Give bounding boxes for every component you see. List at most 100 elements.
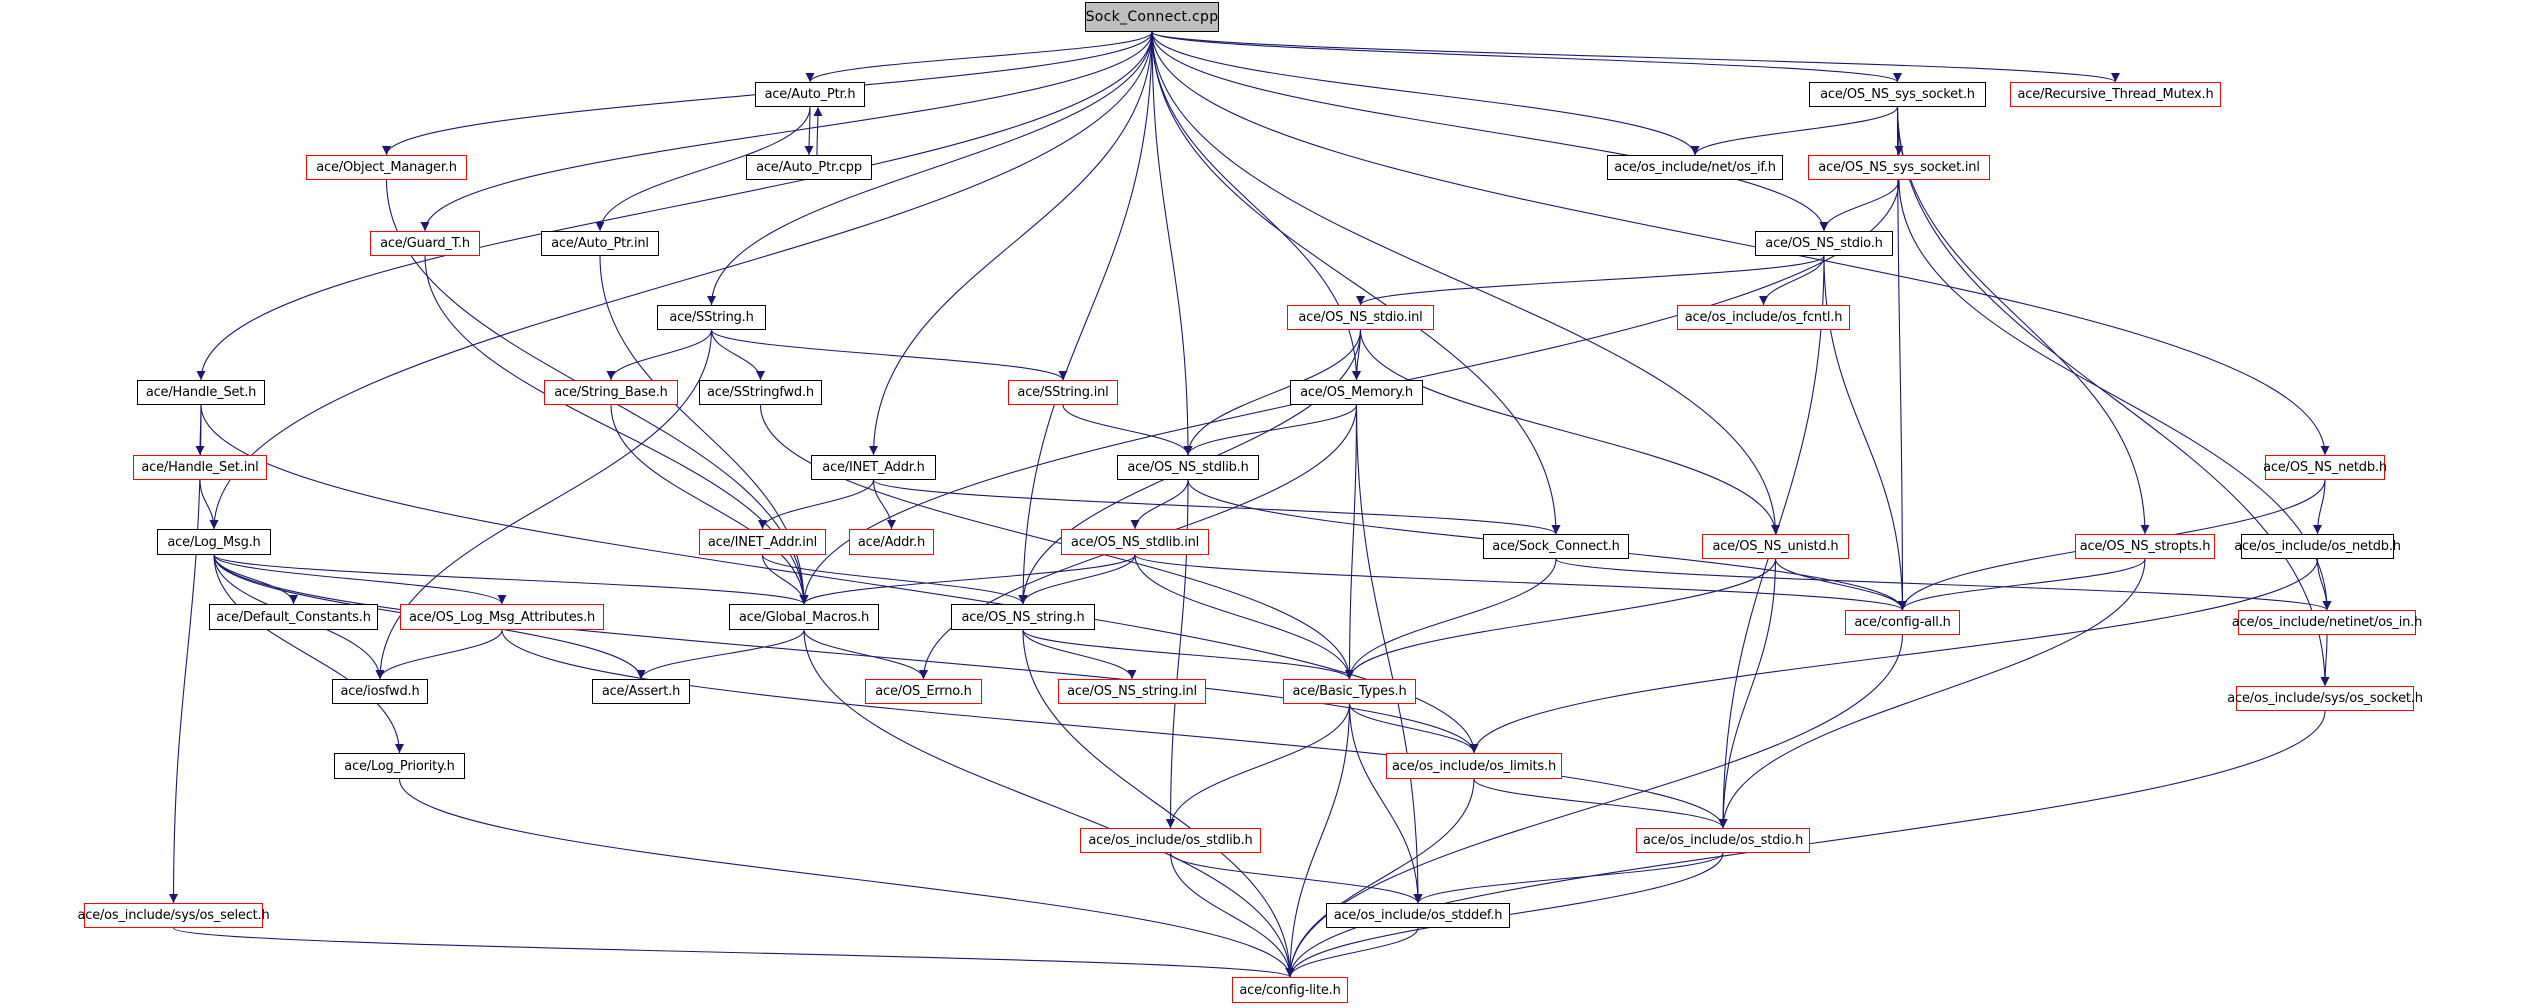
graph-node[interactable]: ace/OS_NS_stdio.inl	[1287, 305, 1434, 330]
edge-log_priority_h-to-config_lite_h	[398, 778, 1295, 978]
edge-basic_types_h-to-os_limits_h	[1348, 703, 1479, 754]
graph-node[interactable]: ace/Guard_T.h	[370, 231, 480, 256]
graph-node[interactable]: ace/OS_Errno.h	[865, 679, 982, 704]
graph-node[interactable]: ace/SStringfwd.h	[699, 380, 822, 405]
graph-node[interactable]: ace/Log_Priority.h	[334, 753, 465, 779]
edge-sstring_h-to-sstring_inl	[710, 329, 1068, 381]
graph-node[interactable]: ace/os_include/os_fcntl.h	[1677, 305, 1850, 330]
edge-basic_types_h-to-os_stddef_h	[1348, 703, 1423, 904]
edge-os_ns_stdlib_inl-to-global_macros_h	[799, 554, 1136, 605]
edge-os_ns_sys_socket_h-to-os_ns_stropts_h	[1896, 106, 2150, 535]
graph-node[interactable]: ace/OS_NS_stdlib.h	[1117, 455, 1259, 480]
edge-os_ns_stdlib_inl-to-config_all_h	[1134, 554, 1907, 611]
graph-node[interactable]: ace/OS_Memory.h	[1290, 380, 1423, 405]
edge-root-to-handle_set_h	[196, 31, 1153, 381]
edge-os_select_h-to-config_lite_h	[172, 927, 1295, 978]
graph-node[interactable]: ace/OS_NS_sys_socket.h	[1809, 82, 1986, 107]
edge-root-to-os_ns_unistd_h	[1151, 31, 1780, 535]
graph-node[interactable]: ace/String_Base.h	[544, 380, 678, 405]
edge-os_ns_sys_socket_inl-to-os_ns_stdio_h	[1819, 179, 1900, 232]
edge-sock_connect_h-to-os_in_h	[1555, 558, 2332, 611]
edge-os_ns_string_h-to-config_lite_h	[1022, 629, 1295, 978]
graph-node[interactable]: ace/os_include/os_stddef.h	[1326, 903, 1510, 928]
edge-os_stdlib_h-to-os_stddef_h	[1169, 852, 1423, 904]
edge-root-to-guard_t_h	[420, 31, 1153, 232]
graph-node[interactable]: ace/os_include/os_limits.h	[1386, 753, 1562, 779]
graph-node[interactable]: ace/OS_NS_stdlib.inl	[1061, 529, 1209, 555]
edge-root-to-os_ns_string_h	[1018, 31, 1153, 605]
edge-global_macros_h-to-config_lite_h	[803, 629, 1295, 978]
graph-node[interactable]: ace/Recursive_Thread_Mutex.h	[2010, 82, 2221, 107]
graph-node[interactable]: ace/SString.h	[657, 305, 766, 330]
edge-os_ns_stdlib_inl-to-basic_types_h	[1134, 554, 1354, 680]
edge-os_ns_stdio_inl-to-os_ns_unistd_h	[1359, 329, 1780, 535]
edge-sstring_h-to-iosfwd_h	[375, 329, 713, 680]
edge-sstring_inl-to-os_ns_stdlib_h	[1062, 404, 1193, 456]
graph-node[interactable]: ace/Object_Manager.h	[306, 155, 467, 180]
graph-node[interactable]: ace/os_include/os_stdlib.h	[1080, 828, 1261, 853]
edge-global_macros_h-to-assert_h	[636, 629, 805, 680]
graph-node[interactable]: ace/os_include/os_stdio.h	[1636, 828, 1810, 853]
edge-os_ns_stdio_h-to-os_ns_stdio_inl	[1356, 255, 1825, 306]
edge-log_msg_h-to-os_log_msg_attributes_h	[213, 554, 507, 605]
graph-node[interactable]: ace/OS_NS_netdb.h	[2263, 455, 2387, 480]
edge-sock_connect_h-to-basic_types_h	[1345, 558, 1557, 680]
graph-node[interactable]: ace/Handle_Set.h	[137, 380, 265, 405]
edge-root-to-os_ns_netdb_h	[1151, 31, 2330, 456]
edge-sstring_h-to-string_base_h	[606, 329, 713, 381]
edge-config_all_h-to-config_lite_h	[1285, 634, 1904, 978]
graph-node[interactable]: ace/SString.inl	[1008, 380, 1118, 405]
graph-node[interactable]: ace/iosfwd.h	[332, 679, 428, 704]
graph-node[interactable]: ace/Auto_Ptr.h	[755, 82, 865, 107]
edge-os_stdio_h-to-os_stddef_h	[1413, 852, 1724, 904]
edge-os_ns_unistd_h-to-config_all_h	[1774, 558, 1907, 611]
graph-node[interactable]: ace/Handle_Set.inl	[133, 455, 267, 480]
edge-root-to-auto_ptr_h	[805, 31, 1153, 83]
graph-node[interactable]: ace/OS_NS_sys_socket.inl	[1808, 155, 1990, 180]
root-node[interactable]: Sock_Connect.cpp	[1085, 2, 1219, 32]
graph-node[interactable]: ace/OS_NS_string.h	[951, 604, 1095, 630]
edge-root-to-log_msg_h	[209, 31, 1153, 530]
graph-node[interactable]: ace/Assert.h	[592, 679, 690, 704]
edge-root-to-sock_connect_h	[1151, 31, 1561, 535]
graph-node[interactable]: ace/Auto_Ptr.inl	[541, 231, 659, 256]
edge-os_ns_stdlib_inl-to-os_ns_string_h	[1018, 554, 1136, 605]
graph-node[interactable]: ace/os_include/sys/os_select.h	[77, 903, 270, 928]
graph-node[interactable]: ace/os_include/sys/os_socket.h	[2227, 686, 2423, 711]
edge-root-to-os_if_h	[1151, 31, 1700, 156]
edge-root-to-os_ns_stdlib_h	[1151, 31, 1193, 456]
graph-node[interactable]: ace/os_include/net/os_if.h	[1607, 155, 1783, 180]
graph-node[interactable]: ace/Default_Constants.h	[209, 604, 378, 630]
edge-sstringfwd_h-to-basic_types_h	[759, 404, 1354, 680]
graph-node[interactable]: ace/OS_NS_string.inl	[1058, 679, 1206, 704]
graph-node[interactable]: ace/OS_NS_unistd.h	[1702, 534, 1849, 559]
graph-node[interactable]: ace/os_include/os_netdb.h	[2234, 534, 2401, 559]
edge-log_msg_h-to-global_macros_h	[213, 554, 809, 605]
graph-node[interactable]: ace/os_include/netinet/os_in.h	[2232, 610, 2422, 635]
graph-node[interactable]: ace/Global_Macros.h	[729, 604, 879, 630]
edge-os_stddef_h-to-config_lite_h	[1285, 927, 1419, 978]
graph-node[interactable]: ace/Sock_Connect.h	[1483, 534, 1629, 559]
edge-sstring_h-to-sstringfwd_h	[710, 329, 765, 381]
edge-os_memory_h-to-os_ns_stdlib_h	[1183, 404, 1358, 456]
graph-node[interactable]: ace/INET_Addr.h	[811, 455, 936, 480]
graph-node[interactable]: ace/Addr.h	[849, 529, 934, 555]
graph-node[interactable]: ace/Basic_Types.h	[1283, 679, 1416, 704]
edge-root-to-os_ns_stdio_h	[1151, 31, 1829, 232]
edge-inet_addr_h-to-sock_connect_h	[872, 479, 1561, 535]
graph-node[interactable]: ace/INET_Addr.inl	[699, 529, 826, 555]
graph-node[interactable]: ace/OS_NS_stdio.h	[1755, 231, 1893, 256]
edge-handle_set_h-to-os_select_h	[169, 404, 202, 904]
edge-inet_addr_inl-to-global_macros_h	[761, 554, 809, 605]
edge-os_ns_stdio_inl-to-os_ns_stdlib_h	[1183, 329, 1362, 456]
edge-os_netdb_h-to-os_limits_h	[1469, 558, 2319, 754]
graph-node[interactable]: ace/OS_Log_Msg_Attributes.h	[400, 604, 604, 630]
graph-node[interactable]: ace/config-lite.h	[1232, 977, 1348, 1003]
graph-node[interactable]: ace/Auto_Ptr.cpp	[746, 155, 872, 180]
graph-node[interactable]: ace/config-all.h	[1845, 610, 1960, 635]
graph-node[interactable]: ace/OS_NS_stropts.h	[2075, 534, 2215, 559]
graph-node[interactable]: ace/Log_Msg.h	[157, 529, 271, 555]
edge-os_memory_h-to-basic_types_h	[1345, 404, 1358, 680]
edge-os_ns_netdb_h-to-os_netdb_h	[2313, 479, 2326, 535]
